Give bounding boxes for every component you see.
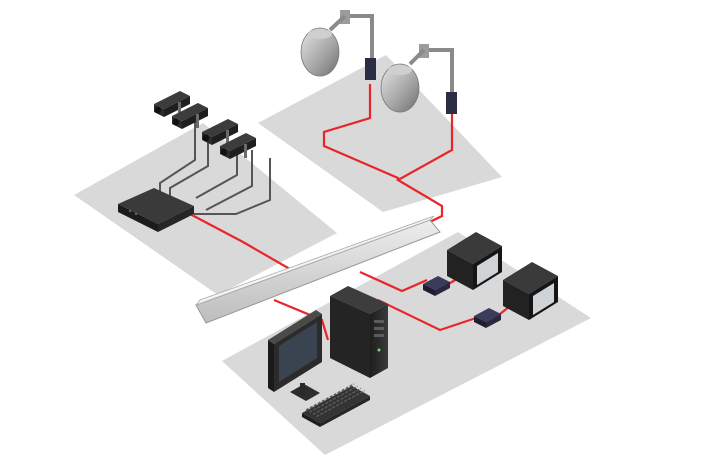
- dome-1-cable: [322, 84, 400, 180]
- keyboard-keys: [305, 383, 365, 418]
- key-row: [305, 383, 355, 411]
- network-backbone: [194, 215, 441, 324]
- box-cameras: [154, 91, 256, 159]
- key-row: [316, 389, 365, 418]
- server-tower: [330, 286, 388, 378]
- encoder-unit: [118, 188, 194, 232]
- backbone-to-adapter-1-cable: [359, 270, 428, 293]
- key-row: [309, 385, 358, 413]
- keyboard: [302, 383, 370, 427]
- video-adapter-1: [423, 276, 450, 296]
- encoder-to-backbone-cable: [189, 213, 296, 273]
- box-camera-2: [172, 103, 208, 129]
- ptz-dome-camera-2: [380, 44, 457, 114]
- lcd-monitor: [268, 310, 322, 401]
- ptz-dome-camera-1: [300, 10, 376, 80]
- crt-monitor-2: [503, 262, 558, 320]
- box-camera-1: [154, 91, 190, 117]
- control-room-zone-platform: [222, 232, 591, 455]
- crt-monitor-1: [447, 232, 502, 290]
- key-row: [312, 387, 362, 416]
- backbone-to-adapter-2-cable: [377, 299, 477, 332]
- ptz-dome-zone-platform: [258, 55, 502, 212]
- video-adapter-2: [474, 308, 501, 328]
- dome-2-cable: [379, 112, 454, 247]
- box-camera-3: [202, 119, 238, 145]
- box-camera-4: [220, 133, 256, 159]
- fixed-camera-zone-platform: [74, 123, 337, 295]
